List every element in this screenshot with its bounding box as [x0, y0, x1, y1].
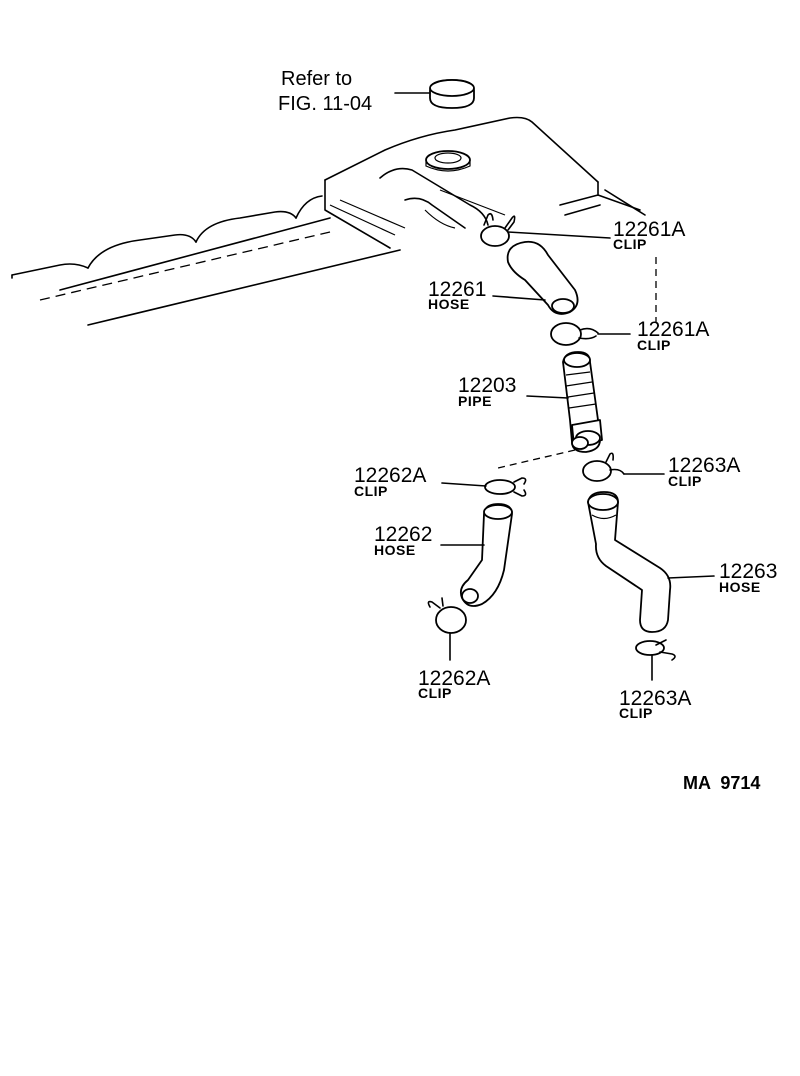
pipe-12203 [497, 351, 603, 469]
part-name-12263a-upper: CLIP [668, 473, 702, 489]
part-name-12203: PIPE [458, 393, 492, 409]
clip-12261a-lower [550, 257, 657, 346]
part-number-12263: 12263 [719, 560, 777, 583]
clip-12263a-lower [635, 639, 676, 661]
part-number-12262: 12262 [374, 523, 432, 546]
hose-12261 [506, 240, 579, 315]
part-name-12262: HOSE [374, 542, 416, 558]
part-number-12261: 12261 [428, 278, 486, 301]
part-number-12203: 12203 [458, 374, 516, 397]
hose-12262 [459, 503, 513, 607]
part-number-12263a-upper: 12263A [668, 454, 740, 477]
reference-line1: Refer to [281, 68, 352, 90]
part-name-12263a-lower: CLIP [619, 705, 653, 721]
part-name-12261: HOSE [428, 296, 470, 312]
clip-12261a-upper [480, 213, 516, 247]
part-number-12262a-upper: 12262A [354, 464, 426, 487]
clip-12262a-upper [484, 477, 527, 497]
part-name-12262a-lower: CLIP [418, 685, 452, 701]
part-name-12263: HOSE [719, 579, 761, 595]
hose-12263 [587, 491, 672, 633]
part-name-12262a-upper: CLIP [354, 483, 388, 499]
part-number-12262a-lower: 12262A [418, 667, 490, 690]
part-number-12261a-lower: 12261A [637, 318, 709, 341]
part-name-12261a-lower: CLIP [637, 337, 671, 353]
clip-12263a-upper [582, 452, 625, 482]
part-number-12261a-upper: 12261A [613, 218, 685, 241]
oil-filler-cap [394, 79, 475, 109]
cylinder-head-cover [11, 116, 646, 326]
reference-line2: FIG. 11-04 [278, 93, 372, 115]
drawing-code: MA 9714 [683, 773, 760, 793]
part-number-12263a-lower: 12263A [619, 687, 691, 710]
leader-lines [440, 231, 715, 681]
clip-12262a-lower [427, 597, 467, 634]
part-name-12261a-upper: CLIP [613, 236, 647, 252]
